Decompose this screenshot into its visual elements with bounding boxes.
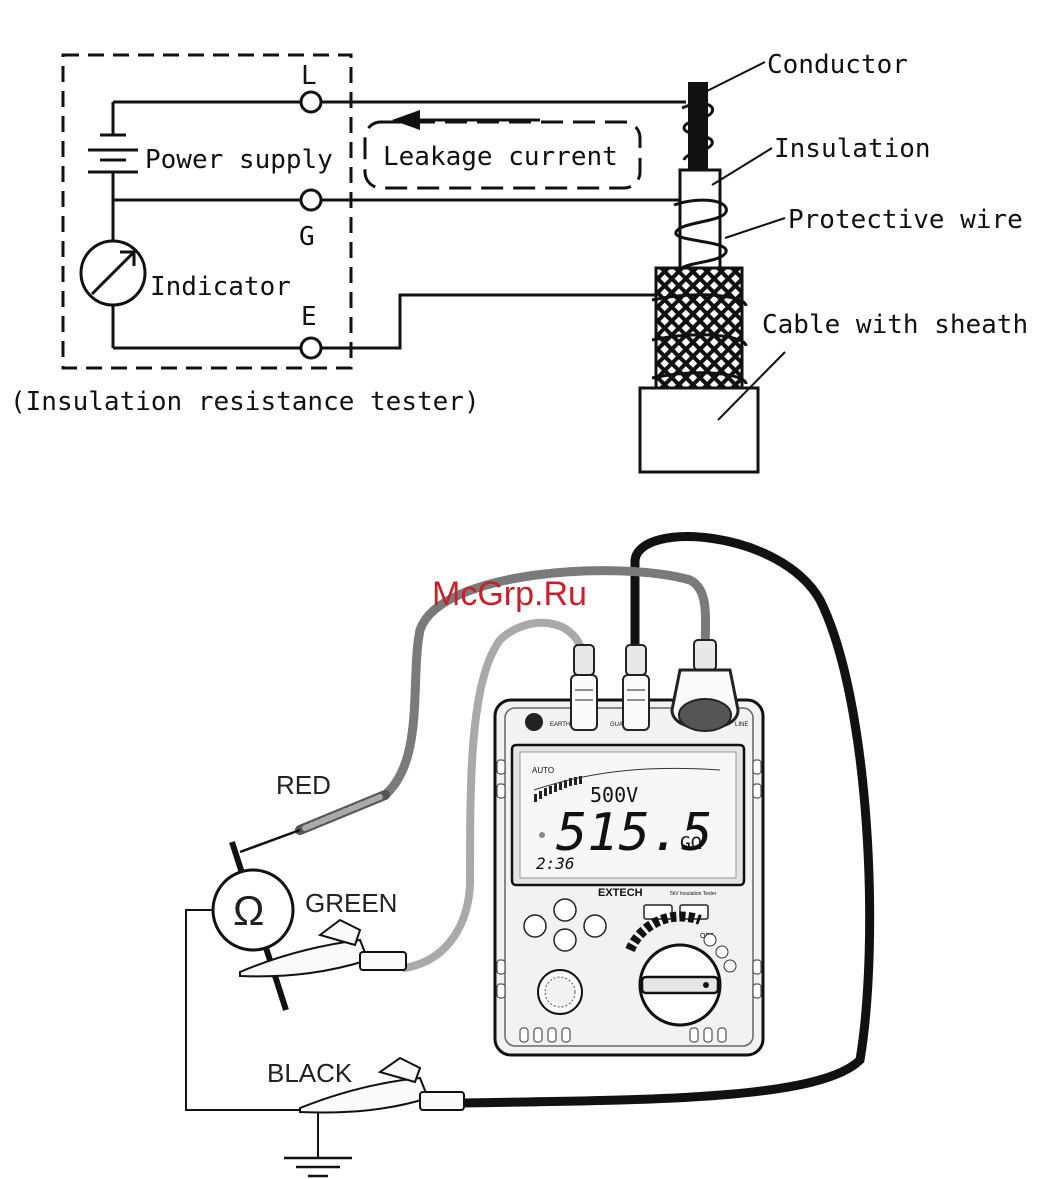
- connection-diagram: McGrp.Ru EARTH GUARD LINE: [186, 537, 870, 1176]
- terminal-G: [301, 190, 321, 210]
- green-plug: [571, 645, 597, 730]
- red-probe: [240, 795, 385, 852]
- terminal-E: [301, 338, 321, 358]
- watermark: McGrp.Ru: [432, 575, 587, 613]
- red-plug: [672, 640, 738, 731]
- schematic: L G E Power supply Indicator Leakage cur…: [10, 50, 1028, 472]
- lcd-unit: GΩ: [680, 833, 702, 854]
- right-button: [584, 915, 606, 937]
- schematic-wires: [113, 102, 686, 348]
- timer-knob: [538, 970, 582, 1014]
- terminal-E-label: E: [301, 302, 317, 332]
- conductor-label: Conductor: [767, 50, 908, 80]
- terminal-L: [301, 92, 321, 112]
- up-button: [554, 899, 576, 921]
- meter-brand: EXTECH: [598, 887, 643, 899]
- black-lead-label: BLACK: [267, 1058, 353, 1088]
- insulation-tester-meter: EARTH GUARD LINE AUTO: [495, 640, 763, 1055]
- black-plug: [623, 645, 649, 730]
- power-supply-label: Power supply: [145, 145, 333, 175]
- ohm-symbol: Ω: [233, 887, 264, 934]
- indicator-label: Indicator: [150, 272, 291, 302]
- leakage-current-label: Leakage current: [383, 142, 618, 172]
- down-button: [554, 929, 576, 951]
- pi-dar-button: [644, 905, 672, 919]
- cable-with-sheath-label: Cable with sheath: [762, 310, 1028, 340]
- terminal-L-label: L: [301, 61, 317, 91]
- power-supply-icon: [88, 102, 138, 240]
- left-button: [524, 915, 546, 937]
- leakage-arrow-icon: [392, 110, 540, 130]
- insulation-label: Insulation: [774, 134, 931, 164]
- tester-caption: (Insulation resistance tester): [10, 387, 480, 417]
- protective-wire-label: Protective wire: [788, 205, 1023, 235]
- indicator-meter-icon: [81, 241, 145, 348]
- terminal-G-label: G: [299, 222, 315, 252]
- lcd-auto-label: AUTO: [532, 766, 554, 775]
- red-lead-label: RED: [276, 770, 331, 800]
- cable-illustration: [640, 82, 758, 472]
- green-lead-label: GREEN: [305, 888, 397, 918]
- lcd-timer: 2:36: [536, 854, 575, 873]
- line-terminal-label: LINE: [735, 722, 748, 728]
- meter-model-text: 5kV Insulation Tester: [670, 891, 717, 897]
- ground-icon: [284, 1158, 352, 1176]
- earth-terminal-label: EARTH: [550, 722, 570, 728]
